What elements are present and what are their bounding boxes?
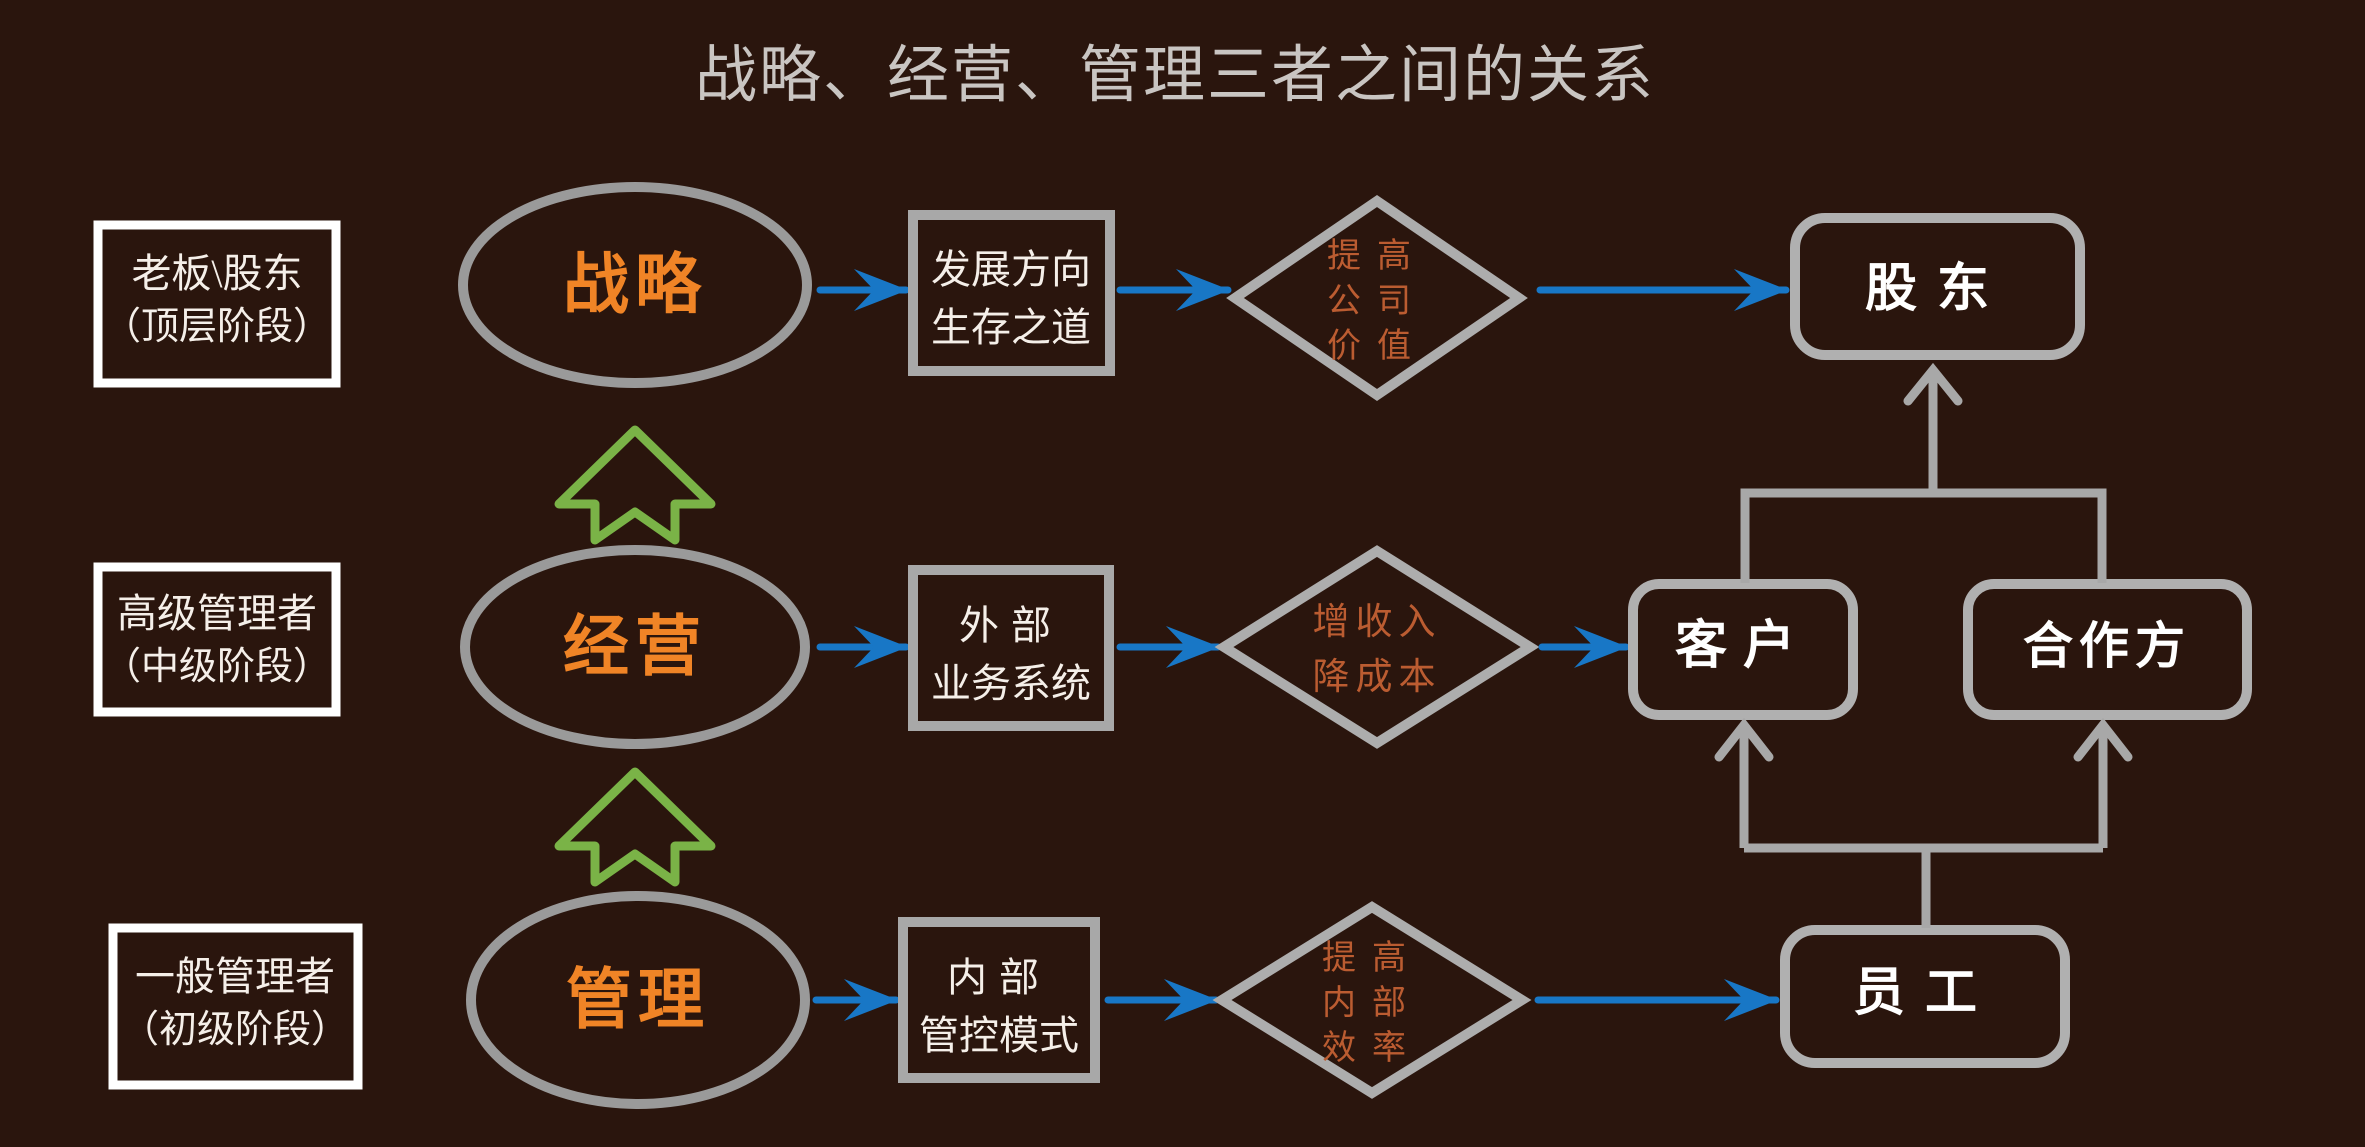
link-employee-to-customer-partner — [1714, 717, 2133, 928]
up-arrow-icon — [554, 425, 716, 545]
stage-label-line1: 高级管理者 — [117, 591, 317, 636]
goal-line1: 增收入 — [1313, 602, 1442, 643]
process-line1: 发展方向 — [931, 247, 1091, 292]
process-line1: 外部 — [959, 603, 1063, 648]
stage-box-top — [93, 220, 341, 388]
strategy-ellipse — [458, 182, 812, 388]
outcome-label-employee: 员工 — [1853, 965, 1997, 1022]
stage-label-line1: 一般管理者 — [135, 954, 335, 999]
operation-label: 经营 — [563, 609, 707, 683]
strategy-label: 战略 — [563, 247, 707, 321]
up-arrow-icon — [554, 767, 716, 887]
process-box-strategy — [908, 210, 1115, 376]
goal-diamond-strategy — [1226, 194, 1528, 402]
outcome-box-partner — [1963, 579, 2252, 720]
stage-label-line2: （中级阶段） — [103, 646, 331, 688]
management-label: 管理 — [566, 962, 710, 1036]
stage-box-bottom — [108, 923, 363, 1090]
stage-box-middle — [93, 562, 341, 717]
gray-up-arrowhead-icon — [2073, 717, 2133, 762]
goal-diamond-operation — [1214, 545, 1540, 749]
process-line2: 业务系统 — [931, 661, 1091, 706]
management-ellipse — [466, 891, 810, 1109]
process-line2: 管控模式 — [919, 1013, 1079, 1058]
goal-diamond-management — [1212, 901, 1532, 1099]
goal-line3: 效率 — [1322, 1029, 1422, 1067]
process-box-management — [898, 917, 1100, 1083]
goal-line1: 提高 — [1322, 939, 1422, 977]
gray-up-arrowhead-icon — [1714, 717, 1774, 762]
goal-line1: 提高 — [1327, 237, 1427, 275]
goal-line2: 公司 — [1327, 283, 1427, 320]
gray-up-arrowhead-icon — [1903, 362, 1963, 406]
outcome-box-employee — [1780, 925, 2070, 1068]
goal-line3: 价值 — [1327, 327, 1427, 365]
page-title: 战略、经营、管理三者之间的关系 — [695, 41, 1655, 110]
outcome-box-shareholder — [1790, 213, 2085, 360]
outcome-label-partner: 合作方 — [2023, 618, 2191, 674]
outcome-label-customer: 客户 — [1675, 617, 1811, 675]
stage-label-line1: 老板\股东 — [131, 251, 302, 296]
stage-label-line2: （顶层阶段） — [103, 306, 331, 348]
goal-line2: 内部 — [1322, 984, 1422, 1022]
link-customer-partner-to-shareholder — [1740, 362, 2107, 583]
process-line2: 生存之道 — [931, 305, 1091, 350]
stage-label-line2: （初级阶段） — [121, 1009, 349, 1051]
operation-ellipse — [460, 545, 810, 749]
process-box-operation — [908, 565, 1114, 731]
outcome-label-shareholder: 股东 — [1865, 260, 2009, 318]
process-line1: 内部 — [947, 955, 1051, 1000]
outcome-box-customer — [1628, 579, 1858, 720]
goal-line2: 降成本 — [1313, 656, 1442, 698]
